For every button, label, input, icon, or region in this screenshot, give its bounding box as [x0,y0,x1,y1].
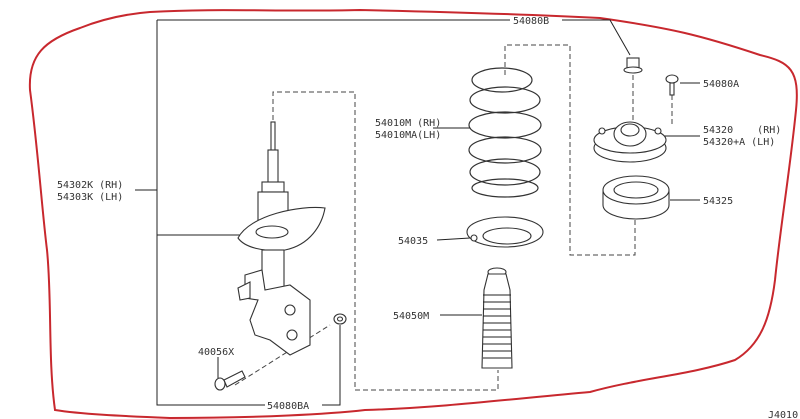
leader-lines [135,19,700,406]
strut-mount-54320[interactable] [593,121,667,163]
highlight-outline [28,8,798,419]
bearing-54325[interactable] [602,175,670,220]
label-54010m-rh: 54010M (RH) [375,118,441,129]
label-54010ma-lh: 54010MA(LH) [375,130,441,141]
label-54080ba: 54080BA [267,401,309,412]
bolt-54080a[interactable] [665,74,679,96]
bolt-40056x[interactable] [214,370,246,391]
label-54080b: 54080B [513,16,549,27]
coil-spring-54010m[interactable] [468,67,542,198]
label-54035: 54035 [398,236,428,247]
nut-54080ba[interactable] [333,313,347,325]
dashed-guides [234,44,673,391]
label-54320a-lh: 54320+A (LH) [703,137,775,148]
figure-code: J4010 [768,410,798,419]
dust-boot-54050m[interactable] [481,267,513,369]
strut-assembly-54302k[interactable] [237,121,326,356]
spring-seat-54035[interactable] [466,216,544,248]
nut-54080b[interactable] [623,57,643,74]
label-54080a: 54080A [703,79,739,90]
label-54320-rh: 54320 (RH) [703,125,781,136]
label-54302k-rh: 54302K (RH) [57,180,123,191]
label-40056x: 40056X [198,347,234,358]
label-54303k-lh: 54303K (LH) [57,192,123,203]
label-54050m: 54050M [393,311,429,322]
label-54325: 54325 [703,196,733,207]
